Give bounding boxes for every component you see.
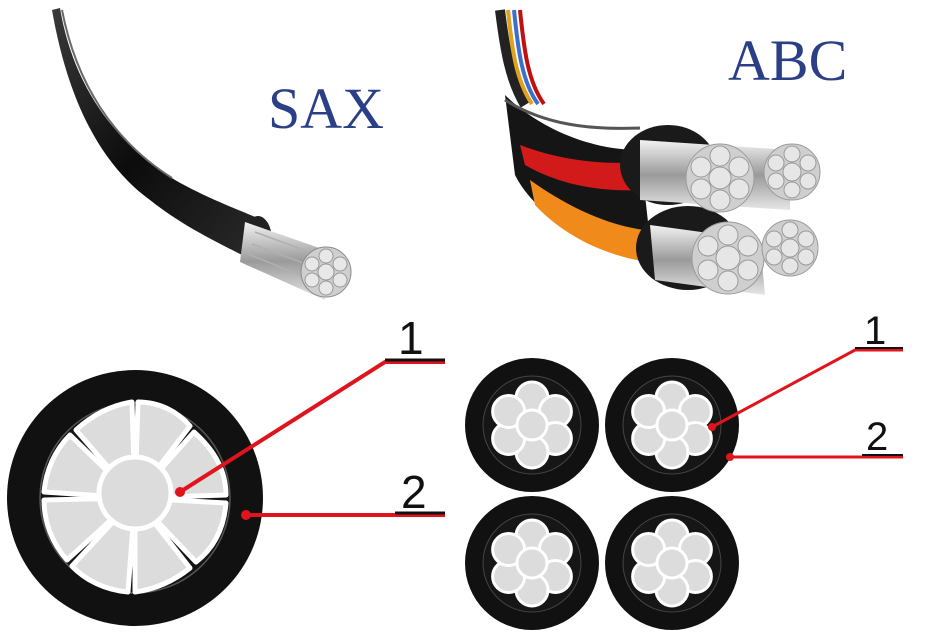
abc-callout-1: 1 bbox=[864, 309, 886, 353]
sax-callout-2: 2 bbox=[401, 466, 427, 518]
abc-callout-2: 2 bbox=[866, 415, 888, 459]
abc-title: ABC bbox=[728, 28, 847, 93]
abc-cable-illustration bbox=[495, 9, 821, 295]
sax-callout-1: 1 bbox=[398, 312, 424, 364]
abc-core-bottom-right bbox=[605, 496, 739, 630]
sax-cable-illustration bbox=[52, 8, 352, 300]
abc-core-conductor bbox=[491, 380, 573, 470]
abc-core-conductor bbox=[491, 518, 573, 608]
sax-cross-section bbox=[7, 370, 263, 626]
abc-core-conductor bbox=[631, 380, 713, 470]
sax-title: SAX bbox=[268, 76, 384, 141]
abc-core-top-right bbox=[605, 358, 739, 492]
abc-core-conductor bbox=[631, 518, 713, 608]
abc-cross-section bbox=[465, 358, 739, 630]
abc-core-top-left bbox=[465, 358, 599, 492]
abc-core-bottom-left bbox=[465, 496, 599, 630]
sax-leader-lines bbox=[175, 358, 445, 520]
sax-conductor bbox=[41, 399, 229, 595]
abc-leader-lines bbox=[708, 347, 903, 461]
